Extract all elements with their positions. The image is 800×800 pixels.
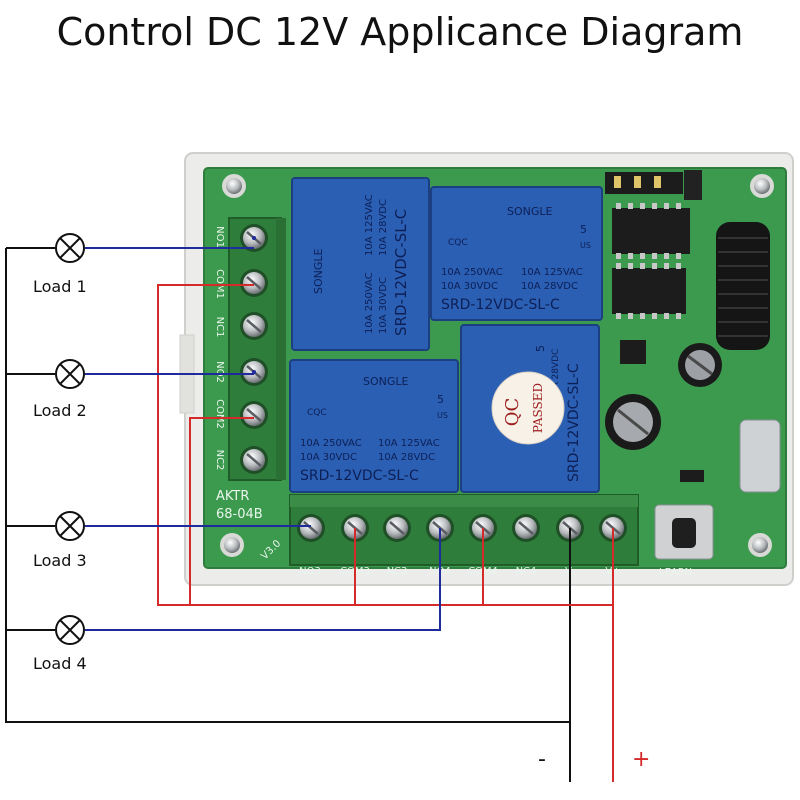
board-model-line1: AKTR bbox=[216, 489, 249, 504]
screw-terminal-nc3[interactable] bbox=[383, 514, 411, 542]
relay-3-digit: 5 bbox=[437, 393, 444, 406]
capacitor bbox=[605, 394, 661, 450]
screw-terminal-nc4[interactable] bbox=[512, 514, 540, 542]
relay-2-model: SRD-12VDC-SL-C bbox=[441, 297, 560, 313]
learn-button[interactable] bbox=[654, 504, 714, 560]
mount-hole bbox=[220, 533, 244, 557]
terminal-label-com2: COM2 bbox=[214, 399, 225, 429]
screw-terminal-nc2[interactable] bbox=[240, 446, 268, 474]
terminal-label-nc4: NC4 bbox=[516, 566, 537, 577]
wire-negative bbox=[5, 247, 571, 782]
crystal bbox=[739, 419, 781, 493]
load-1-label: Load 1 bbox=[33, 277, 87, 296]
resistor bbox=[680, 470, 704, 482]
relay-4-rating-b: 10A 28VDC bbox=[551, 349, 561, 400]
relay-2: SONGLE CQC 5 US 10A 250VAC 10A 125VAC 10… bbox=[430, 186, 603, 321]
relay-3-badge: CQC bbox=[307, 408, 327, 418]
relay-3-rating-b: 10A 30VDC bbox=[300, 452, 357, 463]
relay-1-brand: SONGLE bbox=[312, 248, 325, 294]
relay-1-rating-b2: 10A 28VDC bbox=[378, 199, 389, 256]
terminal-label-nc2: NC2 bbox=[214, 450, 225, 471]
relay-1-rating-a: 10A 250VAC bbox=[364, 272, 375, 334]
terminal-label-nc3: NC3 bbox=[387, 566, 408, 577]
relay-3-model: SRD-12VDC-SL-C bbox=[300, 468, 419, 484]
wire-junctions bbox=[252, 236, 256, 374]
learn-label: LEARN bbox=[659, 567, 692, 578]
qc-passed-label: PASSED bbox=[531, 383, 545, 433]
relay-2-digit: 5 bbox=[580, 223, 587, 236]
relay-2-rating-a: 10A 250VAC bbox=[441, 267, 503, 278]
screw-terminal-com2[interactable] bbox=[240, 401, 268, 429]
load-3-label: Load 3 bbox=[33, 551, 87, 570]
ic-chip bbox=[612, 203, 690, 259]
lamp-icon bbox=[55, 615, 85, 645]
relay-3-brand: SONGLE bbox=[363, 375, 409, 388]
ic-chip bbox=[612, 263, 686, 319]
relay-1-rating-a2: 10A 125VAC bbox=[364, 194, 375, 256]
relay-4: SRD-12VDC-SL-C 10A 28VDC 5 QC PASSED bbox=[460, 324, 600, 493]
relay-2-rating-b: 10A 30VDC bbox=[441, 281, 498, 292]
board-model-line2: 68-04B bbox=[216, 507, 263, 522]
load-2-label: Load 2 bbox=[33, 401, 87, 420]
relay-3-rating-a: 10A 250VAC bbox=[300, 438, 362, 449]
relay-1-model: SRD-12VDC-SL-C bbox=[392, 209, 410, 336]
wire-positive bbox=[157, 284, 614, 782]
screw-terminal-no3[interactable] bbox=[297, 514, 325, 542]
supply-positive-label: + bbox=[632, 747, 650, 772]
relay-3-rating-a2: 10A 125VAC bbox=[378, 438, 440, 449]
capacitor bbox=[678, 343, 722, 387]
wire-load bbox=[85, 247, 441, 631]
mount-hole bbox=[222, 174, 246, 198]
supply-negative-label: - bbox=[538, 747, 546, 772]
mount-hole bbox=[748, 533, 772, 557]
transistor bbox=[620, 340, 646, 364]
left-terminal-block bbox=[228, 217, 286, 481]
terminal-label-nc1: NC1 bbox=[214, 317, 225, 338]
relay-4-model: SRD-12VDC-SL-C bbox=[566, 363, 582, 482]
relay-2-rating-b2: 10A 28VDC bbox=[521, 281, 578, 292]
qc-label: QC bbox=[502, 398, 523, 427]
relay-4-digit: 5 bbox=[534, 345, 547, 352]
lamp-icon bbox=[55, 233, 85, 263]
load-4-label: Load 4 bbox=[33, 654, 87, 673]
relay-2-brand: SONGLE bbox=[507, 205, 553, 218]
screw-terminal-com1[interactable] bbox=[240, 269, 268, 297]
receiver-coil bbox=[716, 222, 770, 350]
lamp-icon bbox=[55, 359, 85, 389]
relay-2-rating-a2: 10A 125VAC bbox=[521, 267, 583, 278]
header-pins bbox=[605, 170, 702, 200]
relay-3-us: US bbox=[437, 411, 448, 420]
page-title: Control DC 12V Applicance Diagram bbox=[56, 10, 744, 54]
screw-terminal-nc1[interactable] bbox=[240, 312, 268, 340]
relay-2-us: US bbox=[580, 241, 591, 250]
qc-sticker: QC PASSED bbox=[491, 371, 565, 445]
terminal-label-no1: NO1 bbox=[214, 226, 225, 248]
relay-1-rating-b: 10A 30VDC bbox=[378, 277, 389, 334]
terminal-label-no2: NO2 bbox=[214, 361, 225, 383]
relay-3: SONGLE CQC 5 US 10A 250VAC 10A 125VAC 10… bbox=[289, 359, 459, 493]
mount-hole bbox=[750, 174, 774, 198]
relay-2-badge: CQC bbox=[448, 238, 468, 248]
relay-1: SONGLE 10A 250VAC 10A 125VAC 10A 30VDC 1… bbox=[291, 177, 430, 351]
terminal-label-no3: NO3 bbox=[299, 566, 321, 577]
lamp-icon bbox=[55, 511, 85, 541]
relay-3-rating-b2: 10A 28VDC bbox=[378, 452, 435, 463]
